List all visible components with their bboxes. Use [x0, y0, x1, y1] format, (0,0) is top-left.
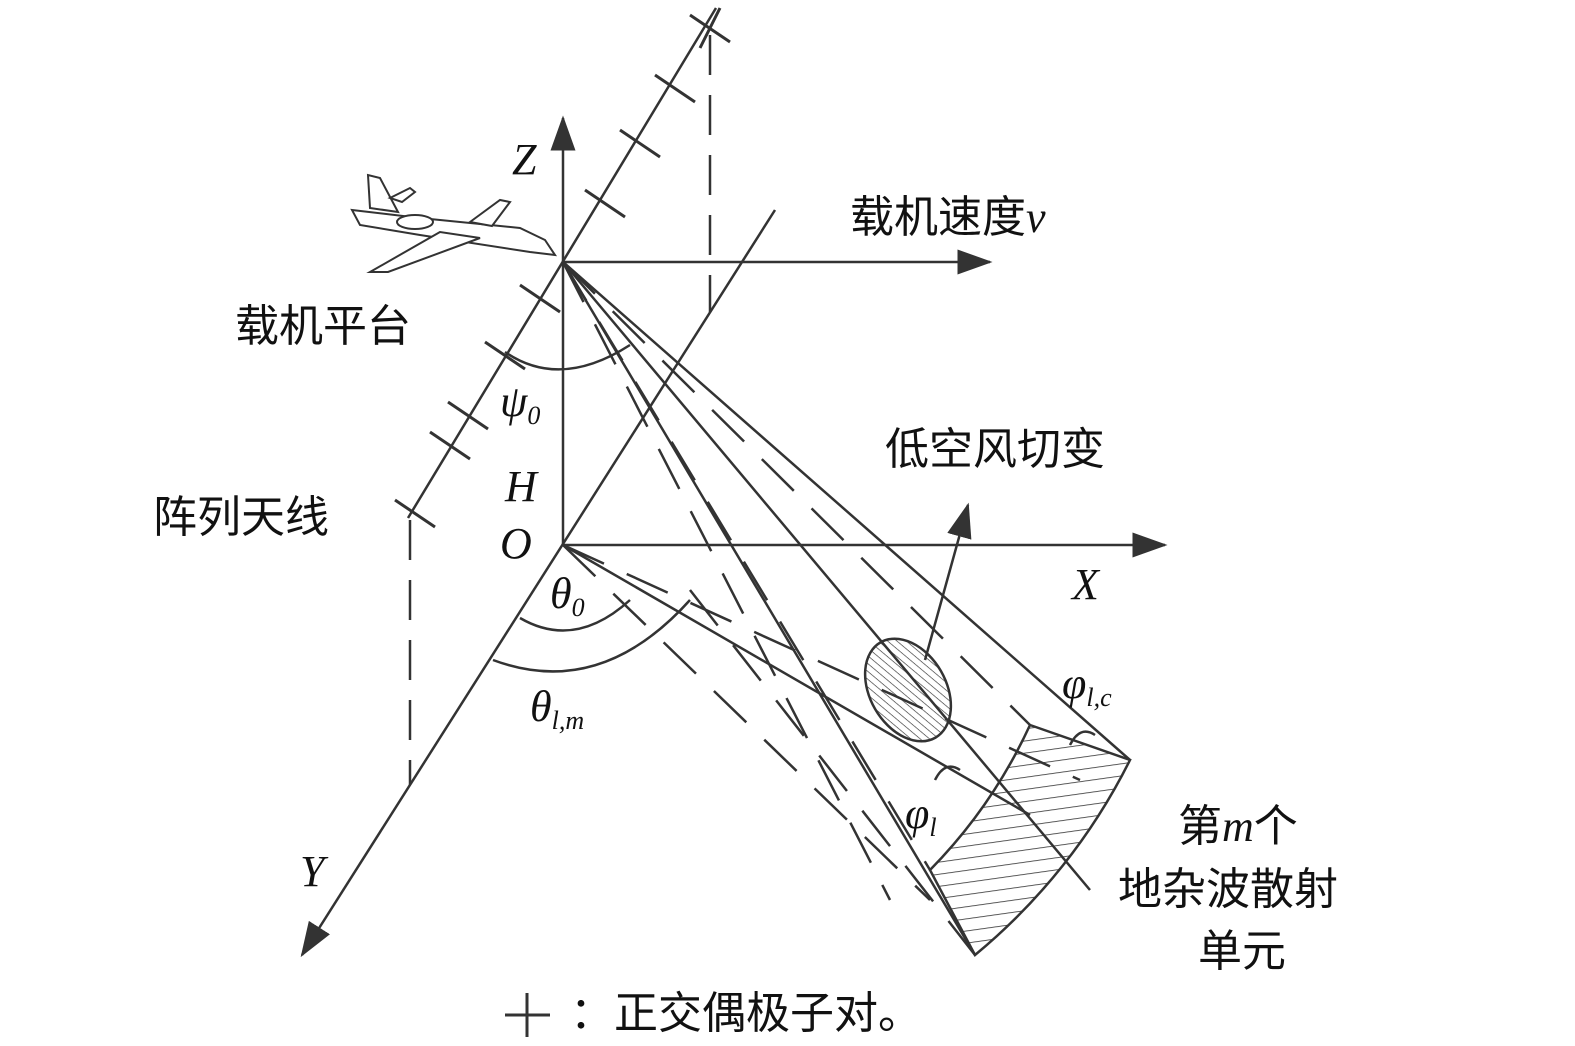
aircraft-icon — [350, 173, 558, 273]
origin-label: O — [500, 519, 532, 568]
clutter-cell-label-line2: 地杂波散射 — [1118, 864, 1338, 915]
height-label: H — [505, 462, 537, 511]
legend-dipole-icon — [505, 993, 550, 1037]
y-axis — [300, 209, 777, 958]
thetalm-arc — [492, 599, 691, 673]
antenna-array-line — [406, 7, 718, 519]
clutter-cell-label-line3: 单元 — [1198, 926, 1286, 977]
phi-lc-arc — [1068, 730, 1096, 746]
legend-text: ：正交偶极子对。 — [570, 988, 922, 1039]
velocity-text: 载机速度 — [850, 192, 1026, 243]
dipole-pairs — [394, 7, 731, 529]
psi0-arc — [504, 343, 631, 371]
y-axis-label: Y — [300, 847, 325, 896]
clutter-cell — [928, 723, 1132, 957]
phi-l-label: φl — [905, 789, 937, 842]
platform-label: 载机平台 — [235, 301, 411, 352]
psi0-label: ψ0 — [500, 377, 541, 430]
wind-shear-pointer — [923, 502, 972, 661]
velocity-label: 载机速度v — [850, 196, 1046, 240]
clutter-cell-label-line1: 第m个 — [1178, 801, 1298, 852]
theta0-label: θ0 — [550, 569, 585, 622]
wind-shear-region — [863, 637, 953, 743]
theta0-arc — [519, 599, 631, 632]
phi-lc-label: φl,c — [1062, 659, 1112, 712]
z-axis-label: Z — [512, 135, 537, 184]
phi-l-arc — [933, 765, 961, 781]
velocity-symbol: v — [1026, 193, 1046, 242]
theta-lm-label: θl,m — [530, 682, 585, 735]
wind-shear-label: 低空风切变 — [885, 424, 1105, 475]
array-antenna-label: 阵列天线 — [153, 492, 329, 543]
x-axis-label: X — [1072, 560, 1099, 609]
